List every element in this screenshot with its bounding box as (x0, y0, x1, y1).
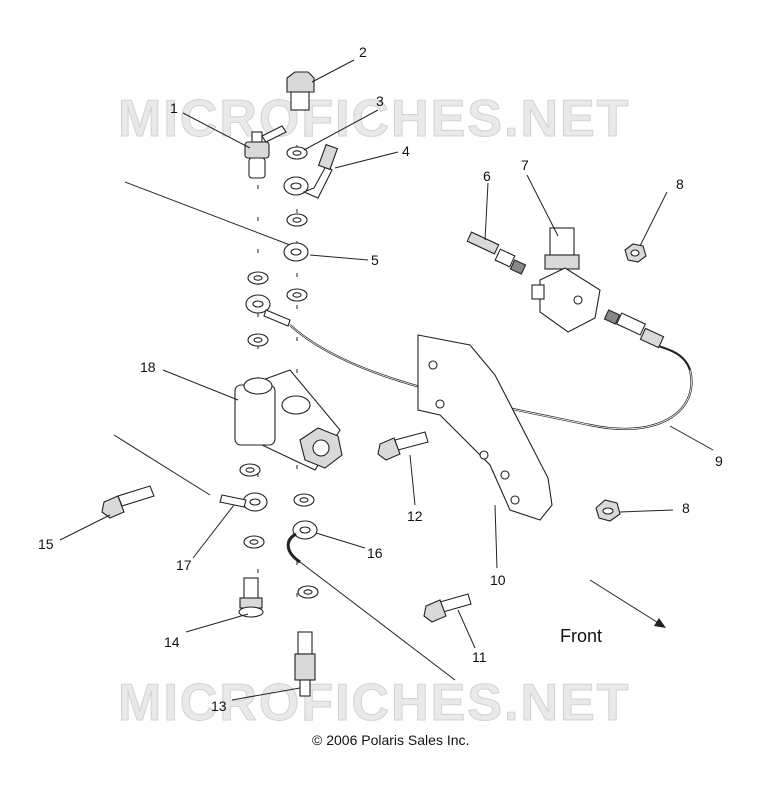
callout-13: 13 (211, 698, 227, 714)
washers (239, 146, 319, 599)
callout-4: 4 (402, 143, 410, 159)
callout-8-top: 8 (676, 176, 684, 192)
part-18-valve (234, 369, 343, 471)
callout-1: 1 (170, 100, 178, 116)
part-16-banjo (286, 520, 456, 681)
callout-12: 12 (407, 508, 423, 524)
part-7-block (531, 227, 601, 333)
part-15-bolt (101, 485, 155, 519)
part-5-banjo (283, 242, 309, 262)
callout-10: 10 (490, 572, 506, 588)
callout-7: 7 (521, 157, 529, 173)
callout-9: 9 (715, 453, 723, 469)
part-8-nut-bottom (595, 499, 621, 522)
callout-3: 3 (376, 93, 384, 109)
watermark-bottom: MICROFICHES.NET (118, 674, 630, 732)
callout-11: 11 (472, 649, 487, 665)
part-8-nut-top (624, 243, 647, 263)
copyright-text: © 2006 Polaris Sales Inc. (312, 732, 469, 748)
callout-numbers: 1 2 3 4 5 6 7 8 8 9 10 11 12 13 14 15 16… (38, 44, 723, 714)
callout-14: 14 (164, 634, 180, 650)
banjo-left (245, 294, 291, 327)
part-11-bolt (423, 593, 472, 623)
callout-15: 15 (38, 536, 54, 552)
part-12-bolt (377, 431, 429, 461)
callout-2: 2 (359, 44, 367, 60)
watermark-top: MICROFICHES.NET (118, 90, 630, 148)
part-13-pin (294, 631, 316, 697)
part-14-bleeder (238, 577, 264, 618)
brake-line-long (124, 181, 291, 246)
fitting-right (603, 309, 665, 349)
callout-8-bottom: 8 (682, 500, 690, 516)
callout-17: 17 (176, 557, 192, 573)
part-4-banjo (283, 143, 339, 199)
part-2-bolt (286, 71, 315, 111)
part-6-fitting (466, 231, 527, 275)
callout-16: 16 (367, 545, 383, 561)
part-10-bracket (417, 334, 553, 521)
callout-5: 5 (371, 252, 379, 268)
front-arrow (589, 579, 666, 628)
leader-lines (59, 59, 714, 701)
part-17-banjo (219, 492, 268, 512)
callout-6: 6 (483, 168, 491, 184)
front-label: Front (560, 626, 602, 646)
callout-18: 18 (140, 359, 156, 375)
part-1-switch (244, 125, 287, 179)
